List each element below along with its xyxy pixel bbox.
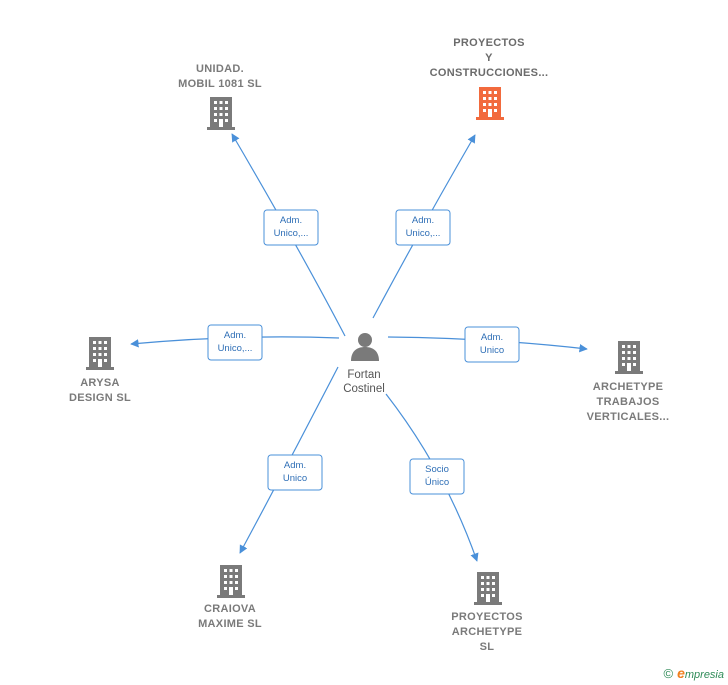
building-icon (474, 572, 502, 605)
company-name-line-1: PROYECTOS (451, 611, 523, 623)
edge-label-arysa[interactable]: Adm. Unico,... (207, 324, 263, 361)
edge-label-archetype-trabajos[interactable]: Adm. Unico (464, 326, 520, 363)
company-name-line-3: CONSTRUCCIONES... (430, 67, 549, 79)
company-name-line-2: MOBIL 1081 SL (178, 78, 262, 90)
person-name-line-2: Costinel (343, 383, 385, 395)
person-icon (351, 333, 379, 361)
company-name-line-2: ARCHETYPE (452, 626, 523, 638)
building-icon (476, 87, 504, 120)
brand-logo-text: mpresia (684, 669, 724, 681)
copyright-icon: © (663, 665, 674, 681)
company-name-line-2: Y (485, 52, 493, 64)
edge-label-box (409, 458, 465, 495)
edge-label-line-1: Adm. (284, 460, 306, 471)
edge-label-box (207, 324, 263, 361)
edge-label-line-1: Adm. (280, 215, 302, 226)
edge-label-line-2: Único (425, 477, 449, 488)
edge-label-line-2: Unico,... (218, 343, 253, 354)
edge-label-line-1: Adm. (481, 332, 503, 343)
person-name-line-1: Fortan (347, 369, 380, 381)
edge-label-line-1: Adm. (412, 215, 434, 226)
brand-logo-initial: e (677, 665, 685, 681)
edge-label-line-2: Unico,... (406, 228, 441, 239)
company-node-arysa[interactable]: ARYSA DESIGN SL (69, 337, 131, 404)
edge-label-box (464, 326, 520, 363)
edge-label-box (263, 209, 319, 246)
company-node-proyectos-construcciones[interactable]: PROYECTOS Y CONSTRUCCIONES... (430, 37, 549, 120)
building-icon (207, 97, 235, 130)
edge-label-unidad[interactable]: Adm. Unico,... (263, 209, 319, 246)
edges-layer: Adm.Unico,...Adm.Unico,...Adm.Unico,...A… (130, 133, 588, 562)
company-node-craiova[interactable]: CRAIOVA MAXIME SL (198, 565, 262, 630)
company-name-line-1: CRAIOVA (204, 603, 256, 615)
company-name-line-2: MAXIME SL (198, 618, 262, 630)
edge-label-line-2: Unico (480, 345, 504, 356)
building-icon (217, 565, 245, 598)
edge-label-line-2: Unico,... (274, 228, 309, 239)
company-name-line-3: SL (480, 641, 495, 653)
footer-brand: © empresia (663, 665, 724, 681)
edge-label-box (395, 209, 451, 246)
company-name-line-1: PROYECTOS (453, 37, 525, 49)
company-name-line-3: VERTICALES... (587, 411, 670, 423)
company-name-line-1: ARYSA (80, 377, 120, 389)
company-name-line-2: DESIGN SL (69, 392, 131, 404)
company-node-archetype-trabajos[interactable]: ARCHETYPE TRABAJOS VERTICALES... (587, 341, 670, 423)
edge-label-line-2: Unico (283, 473, 307, 484)
building-icon (615, 341, 643, 374)
edge-label-line-1: Adm. (224, 330, 246, 341)
nodes-layer: UNIDAD. MOBIL 1081 SL PROYECTOS Y CONSTRUCCI… (69, 37, 669, 653)
company-node-unidad[interactable]: UNIDAD. MOBIL 1081 SL (178, 63, 262, 130)
edge-label-proyectos-construcciones[interactable]: Adm. Unico,... (395, 209, 451, 246)
company-name-line-1: UNIDAD. (196, 63, 244, 75)
company-name-line-1: ARCHETYPE (593, 381, 664, 393)
center-person[interactable]: Fortan Costinel (343, 333, 385, 395)
company-name-line-2: TRABAJOS (597, 396, 660, 408)
edge-label-box (267, 454, 323, 491)
edge-label-line-1: Socio (425, 464, 449, 475)
building-icon (86, 337, 114, 370)
company-node-proyectos-archetype[interactable]: PROYECTOS ARCHETYPE SL (451, 572, 523, 653)
edge-label-craiova[interactable]: Adm. Unico (267, 454, 323, 491)
